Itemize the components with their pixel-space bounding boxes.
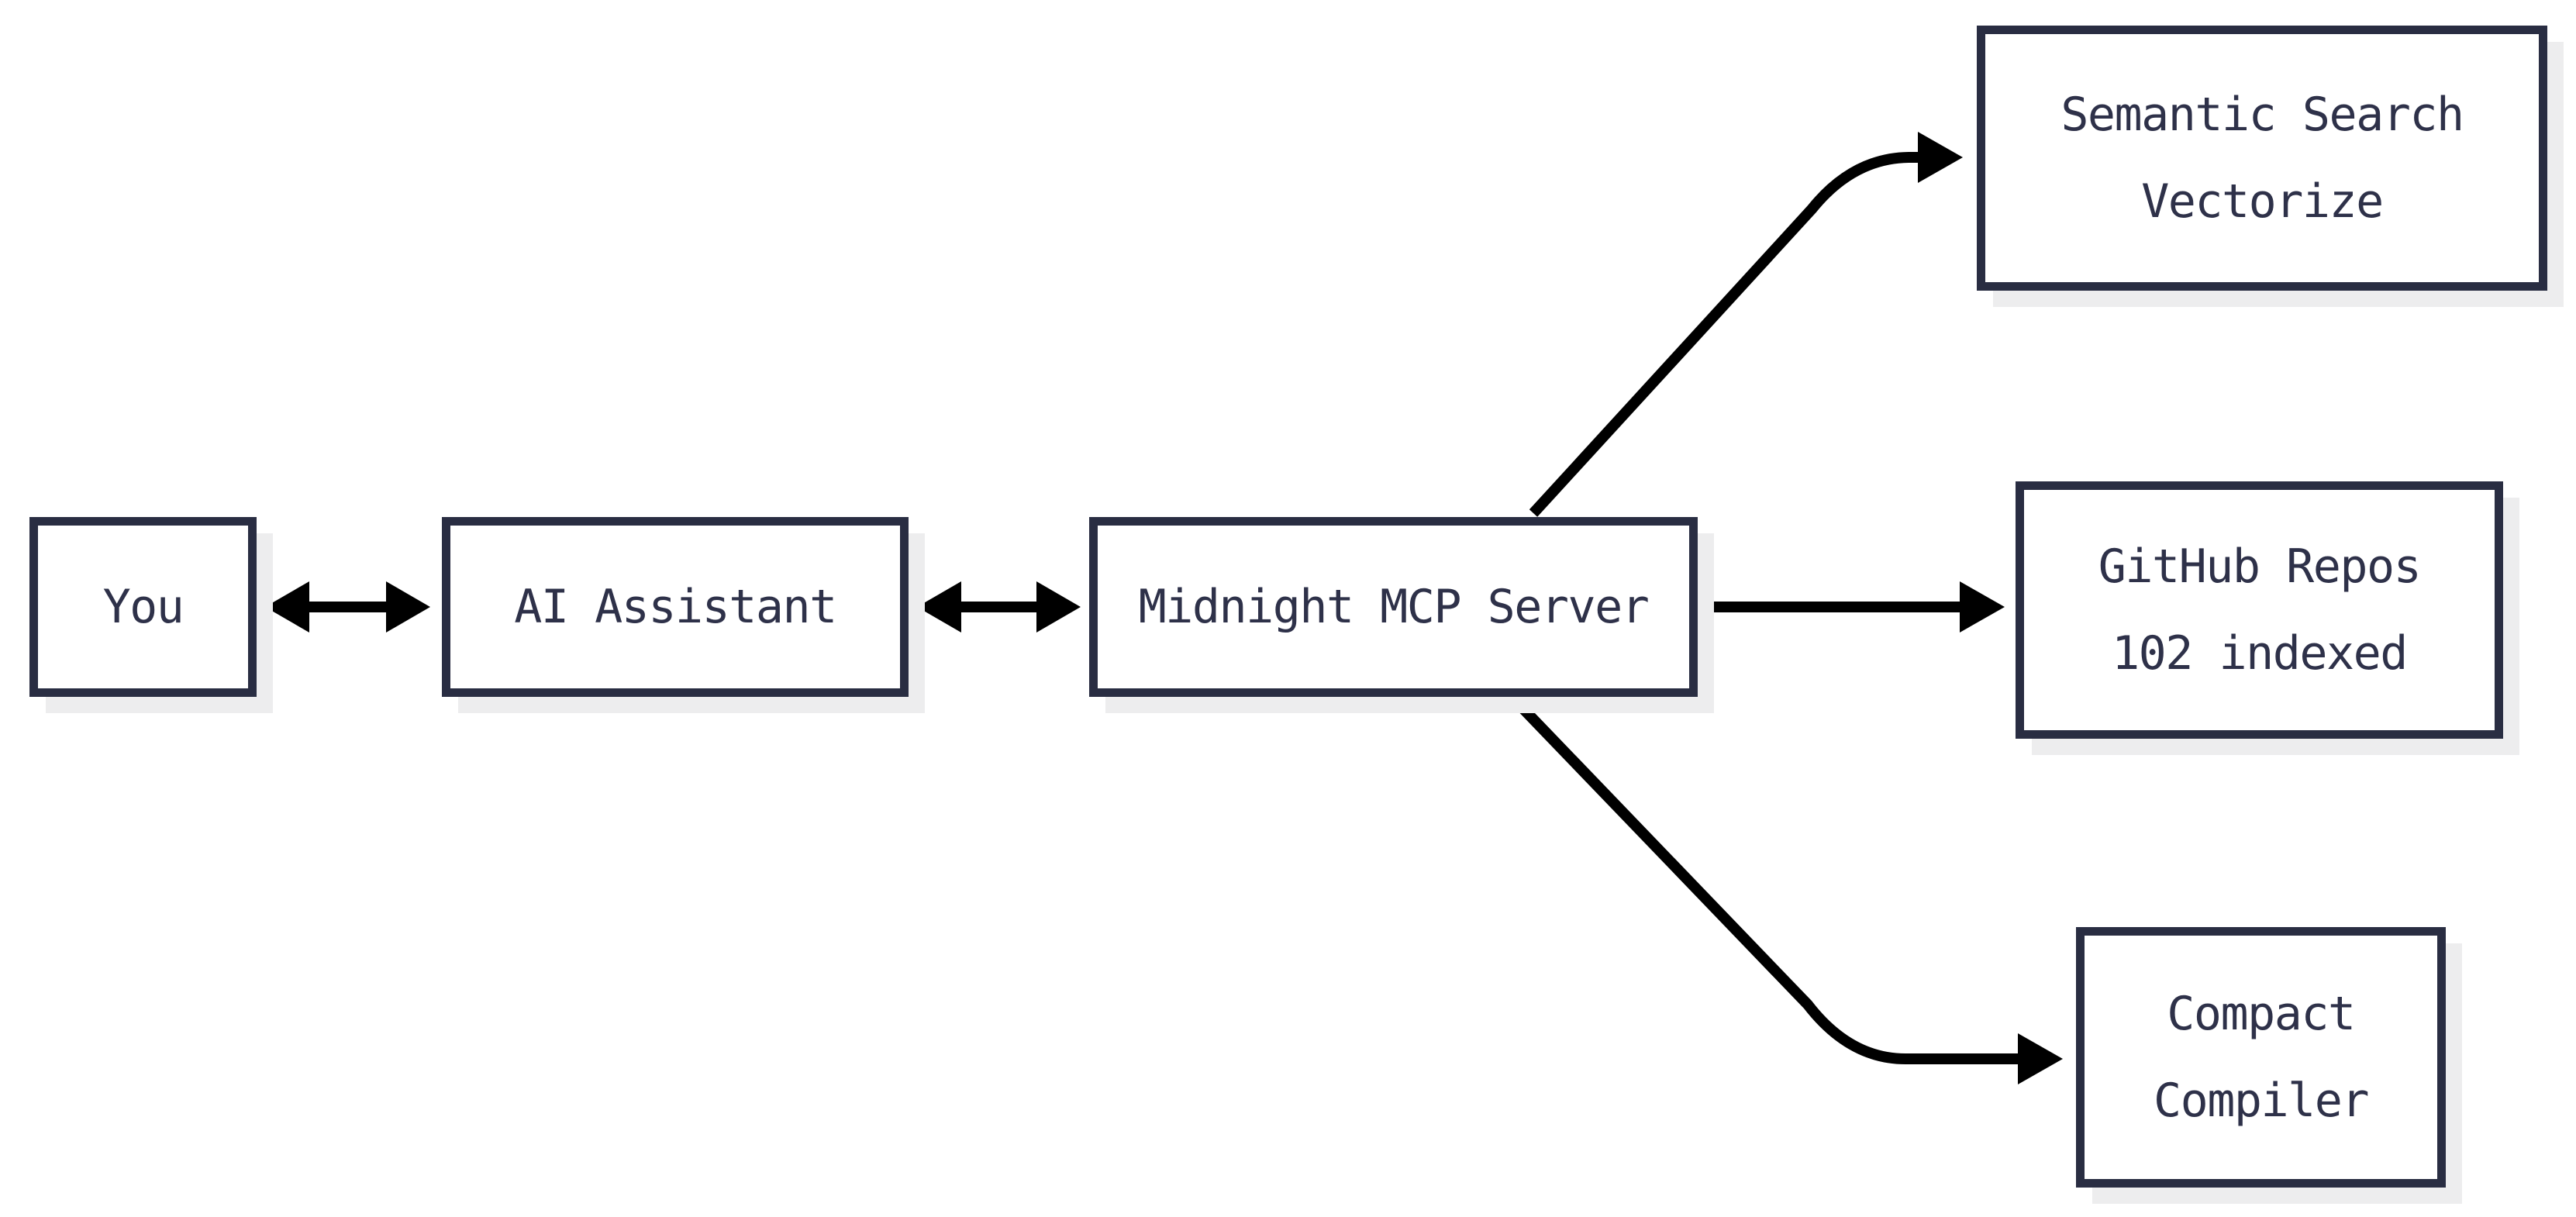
- node-semantic-search-line2: Vectorize: [2141, 174, 2384, 229]
- node-compact-compiler-line2: Compiler: [2154, 1074, 2369, 1128]
- arrow-server-compact: [1509, 695, 2063, 1084]
- node-github-repos-line1: GitHub Repos: [2098, 540, 2422, 594]
- arrowhead-left-icon: [265, 581, 309, 633]
- node-github-repos: GitHub Repos 102 indexed: [2016, 481, 2503, 739]
- arrowhead-right-icon: [386, 581, 430, 633]
- node-github-repos-line2: 102 indexed: [2112, 626, 2408, 681]
- arrowhead-right-icon: [2018, 1033, 2063, 1084]
- arrowhead-right-icon: [1036, 581, 1081, 633]
- node-semantic-search-line1: Semantic Search: [2060, 88, 2464, 142]
- node-compact-compiler: Compact Compiler: [2076, 927, 2446, 1188]
- node-midnight-mcp-server-label: Midnight MCP Server: [1138, 580, 1650, 634]
- arrowhead-left-icon: [917, 581, 961, 633]
- node-compact-compiler-line1: Compact: [2167, 987, 2356, 1041]
- arrowhead-right-icon: [1960, 581, 2005, 633]
- arrow-server-github: [1698, 581, 2005, 633]
- arrow-you-assistant: [265, 581, 430, 633]
- node-you-label: You: [102, 580, 184, 634]
- node-semantic-search-vectorize: Semantic Search Vectorize: [1977, 26, 2547, 291]
- node-midnight-mcp-server: Midnight MCP Server: [1089, 517, 1698, 697]
- arrowhead-right-icon: [1918, 132, 1963, 183]
- node-you: You: [29, 517, 257, 697]
- arrow-assistant-server: [917, 581, 1081, 633]
- node-ai-assistant: AI Assistant: [442, 517, 909, 697]
- arrow-server-semantic: [1529, 132, 1963, 517]
- node-ai-assistant-label: AI Assistant: [514, 580, 837, 634]
